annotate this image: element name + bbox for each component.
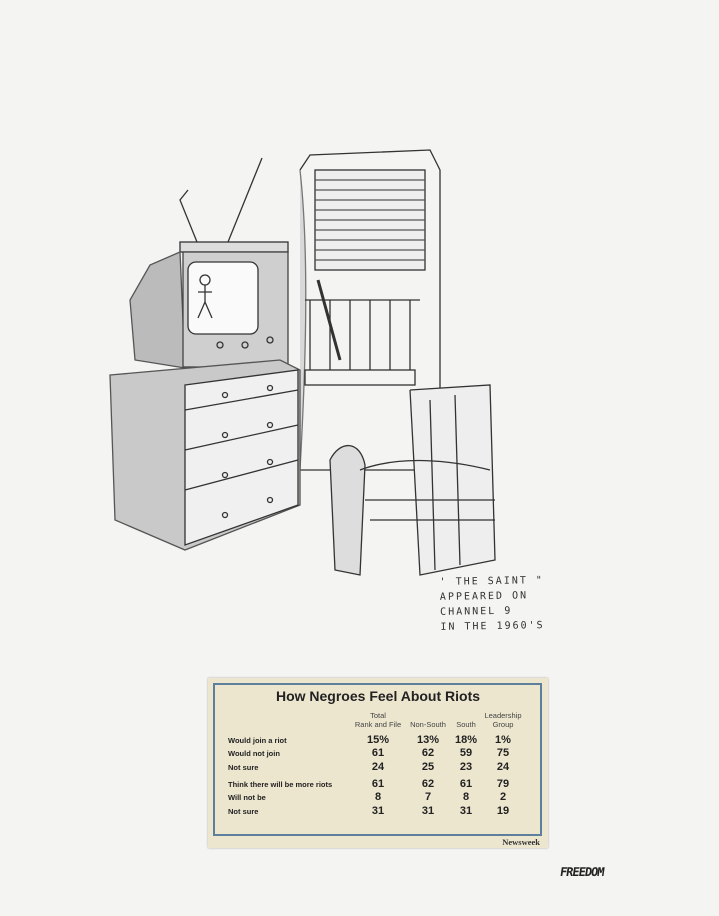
source-credit: Newsweek bbox=[502, 837, 540, 847]
table-cell: 19 bbox=[496, 805, 510, 817]
window-drawing bbox=[295, 149, 441, 471]
row-label: Would join a riot bbox=[228, 736, 287, 745]
dresser-drawing bbox=[109, 359, 301, 551]
table-cell: 61 bbox=[371, 747, 385, 759]
row-label: Not sure bbox=[228, 807, 259, 816]
table-cell: 24 bbox=[371, 761, 385, 773]
table-cell: 62 bbox=[421, 778, 435, 790]
table-cell: 13% bbox=[416, 734, 440, 746]
table-cell: 8 bbox=[374, 791, 382, 803]
column-header: South bbox=[456, 720, 476, 729]
table-cell: 25 bbox=[421, 761, 435, 773]
column-header: Total Rank and File bbox=[354, 711, 402, 729]
table-cell: 15% bbox=[366, 734, 390, 746]
television-drawing bbox=[129, 157, 289, 369]
table-cell: 59 bbox=[459, 747, 473, 759]
table-cell: 1% bbox=[495, 734, 511, 746]
row-label: Not sure bbox=[228, 763, 259, 772]
table-cell: 61 bbox=[459, 778, 473, 790]
table-cell: 18% bbox=[454, 734, 478, 746]
table-cell: 7 bbox=[424, 791, 432, 803]
table-cell: 31 bbox=[371, 805, 385, 817]
table-cell: 8 bbox=[462, 791, 470, 803]
armchair-drawing bbox=[329, 384, 496, 576]
artist-signature: FREEDOM bbox=[559, 865, 605, 879]
table-cell: 31 bbox=[459, 805, 473, 817]
table-cell: 75 bbox=[496, 747, 510, 759]
clipping-border bbox=[213, 683, 542, 836]
table-cell: 62 bbox=[421, 747, 435, 759]
column-header: Leadership Group bbox=[484, 711, 522, 729]
row-label: Would not join bbox=[228, 749, 280, 758]
table-cell: 24 bbox=[496, 761, 510, 773]
table-cell: 31 bbox=[421, 805, 435, 817]
note-line: ' THE SAINT " bbox=[439, 575, 544, 588]
table-cell: 23 bbox=[459, 761, 473, 773]
row-label: Think there will be more riots bbox=[228, 780, 333, 789]
handwritten-note: ' THE SAINT " APPEARED ON CHANNEL 9 IN T… bbox=[439, 573, 545, 635]
newspaper-clipping: How Negroes Feel About Riots Total Rank … bbox=[208, 678, 548, 848]
table-cell: 61 bbox=[371, 778, 385, 790]
table-cell: 79 bbox=[496, 778, 510, 790]
table-cell: 2 bbox=[499, 791, 507, 803]
row-label: Will not be bbox=[228, 793, 266, 802]
clipping-title: How Negroes Feel About Riots bbox=[275, 688, 481, 704]
note-line: IN THE 1960'S bbox=[440, 620, 545, 633]
column-header: Non-South bbox=[410, 720, 446, 729]
